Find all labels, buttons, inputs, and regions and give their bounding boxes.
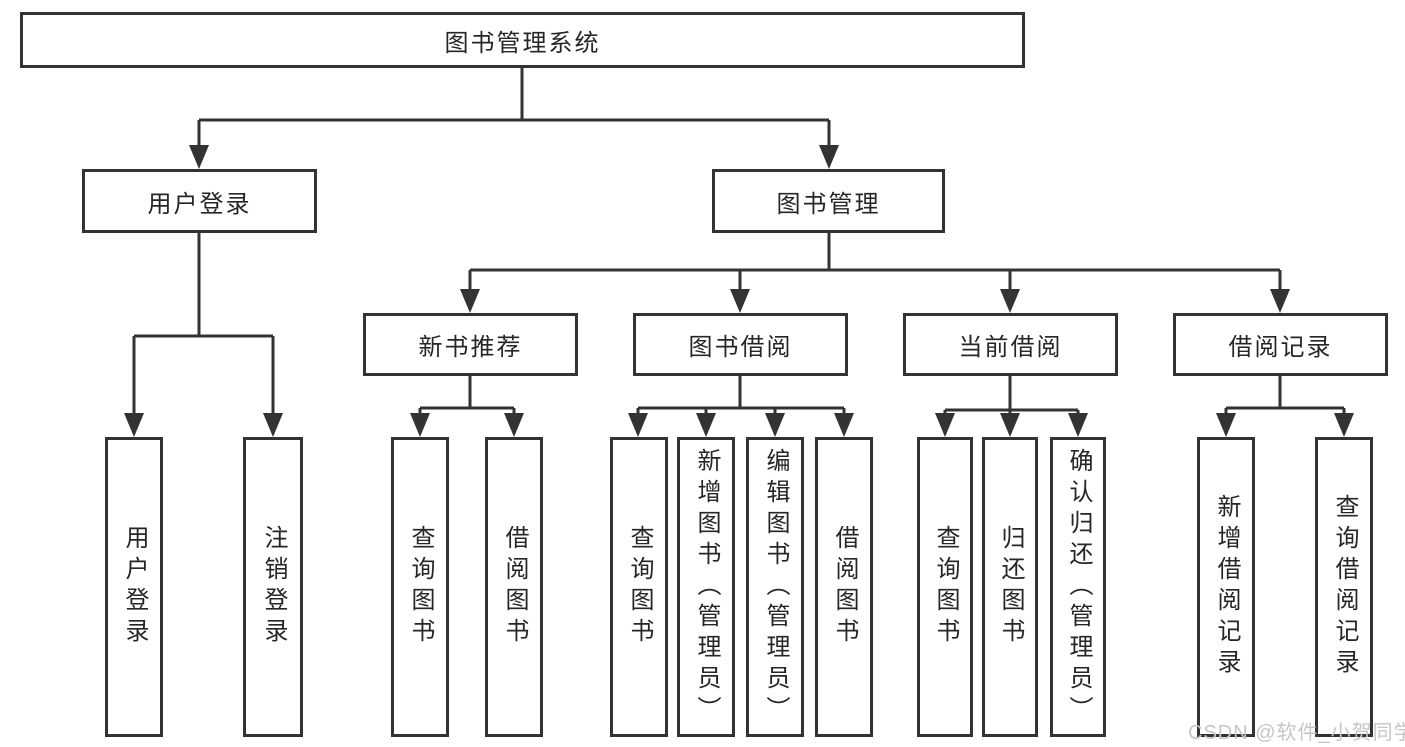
leaf-confirm-return-admin: 确认归还（管理员）	[1050, 437, 1106, 737]
leaf-logout: 注销登录	[243, 437, 303, 737]
leaf-add-borrow-record: 新增借阅记录	[1197, 437, 1255, 737]
node-current-borrowing: 当前借阅	[903, 313, 1118, 376]
node-book-borrowing: 图书借阅	[633, 313, 848, 376]
node-library-management-system: 图书管理系统	[20, 12, 1025, 68]
leaf-query-books-2: 查询图书	[610, 437, 668, 737]
leaf-add-books-admin: 新增图书（管理员）	[677, 437, 735, 737]
csdn-watermark: CSDN @软件_小贺同学	[1188, 722, 1405, 744]
leaf-return-books: 归还图书	[982, 437, 1038, 737]
leaf-query-books-1: 查询图书	[391, 437, 449, 737]
arrowheads	[124, 145, 1354, 437]
leaf-query-books-3: 查询图书	[917, 437, 973, 737]
node-new-book-recommend: 新书推荐	[363, 313, 578, 376]
node-user-login: 用户登录	[82, 169, 317, 233]
leaf-query-borrow-record: 查询借阅记录	[1315, 437, 1373, 737]
leaf-edit-books-admin: 编辑图书（管理员）	[746, 437, 804, 737]
node-book-management: 图书管理	[712, 169, 945, 233]
leaf-borrow-books-2: 借阅图书	[815, 437, 873, 737]
leaf-user-login: 用户登录	[105, 437, 163, 737]
node-borrowing-records: 借阅记录	[1173, 313, 1388, 376]
leaf-borrow-books-1: 借阅图书	[485, 437, 543, 737]
